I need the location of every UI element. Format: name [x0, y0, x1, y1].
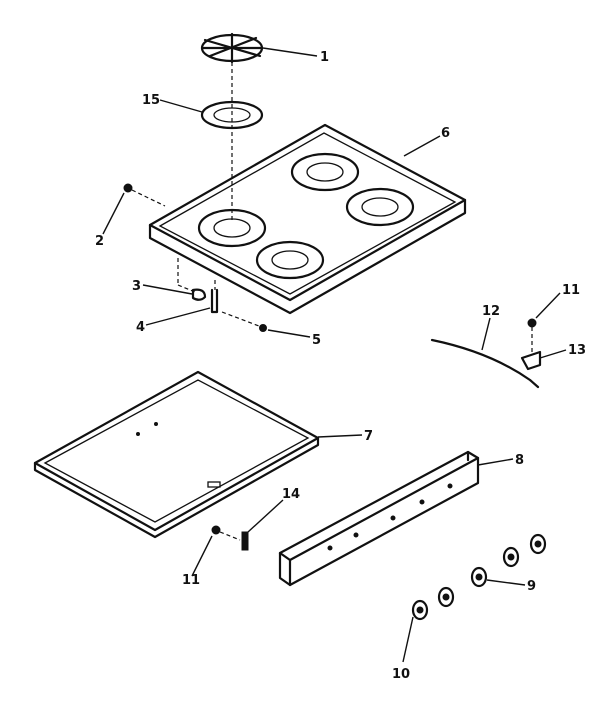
knob — [529, 533, 547, 555]
rod-part-12 — [430, 338, 540, 389]
screw-part-5 — [221, 311, 267, 332]
cooktop-main-panel — [148, 123, 467, 315]
callout-15: 15 — [142, 93, 160, 108]
callout-7: 7 — [364, 429, 373, 444]
callout-11-upper: 11 — [562, 283, 580, 298]
callout-2: 2 — [95, 234, 104, 249]
callout-1: 1 — [320, 50, 329, 65]
callout-13: 13 — [568, 343, 586, 358]
leader-lines — [102, 47, 567, 663]
callout-8: 8 — [515, 453, 524, 468]
knob — [470, 566, 488, 588]
control-knobs — [411, 533, 547, 621]
control-panel — [278, 450, 480, 587]
callout-6: 6 — [441, 126, 450, 141]
spring-clip-part-14 — [241, 531, 249, 551]
burner-grate — [200, 32, 264, 64]
callout-12: 12 — [482, 304, 500, 319]
screw-part-2 — [123, 183, 166, 207]
callout-11-lower: 11 — [182, 573, 200, 588]
callout-3: 3 — [132, 279, 141, 294]
callout-4: 4 — [136, 320, 145, 335]
knob — [502, 546, 520, 568]
knob — [437, 586, 455, 608]
screw-part-11-upper — [527, 318, 537, 352]
burner-box-bottom-pan — [33, 370, 320, 539]
callout-14: 14 — [282, 487, 300, 502]
callout-10: 10 — [392, 667, 410, 682]
callout-9: 9 — [527, 579, 536, 594]
callout-labels: 1 15 6 2 3 4 5 7 8 9 10 11 14 12 11 13 — [95, 50, 586, 682]
knob — [411, 599, 429, 621]
bracket-clip-part-3 — [177, 258, 207, 301]
hinge-bracket-part-4 — [210, 280, 219, 314]
callout-5: 5 — [312, 333, 321, 348]
bracket-part-13 — [520, 350, 542, 371]
screw-part-11-lower — [211, 525, 241, 541]
